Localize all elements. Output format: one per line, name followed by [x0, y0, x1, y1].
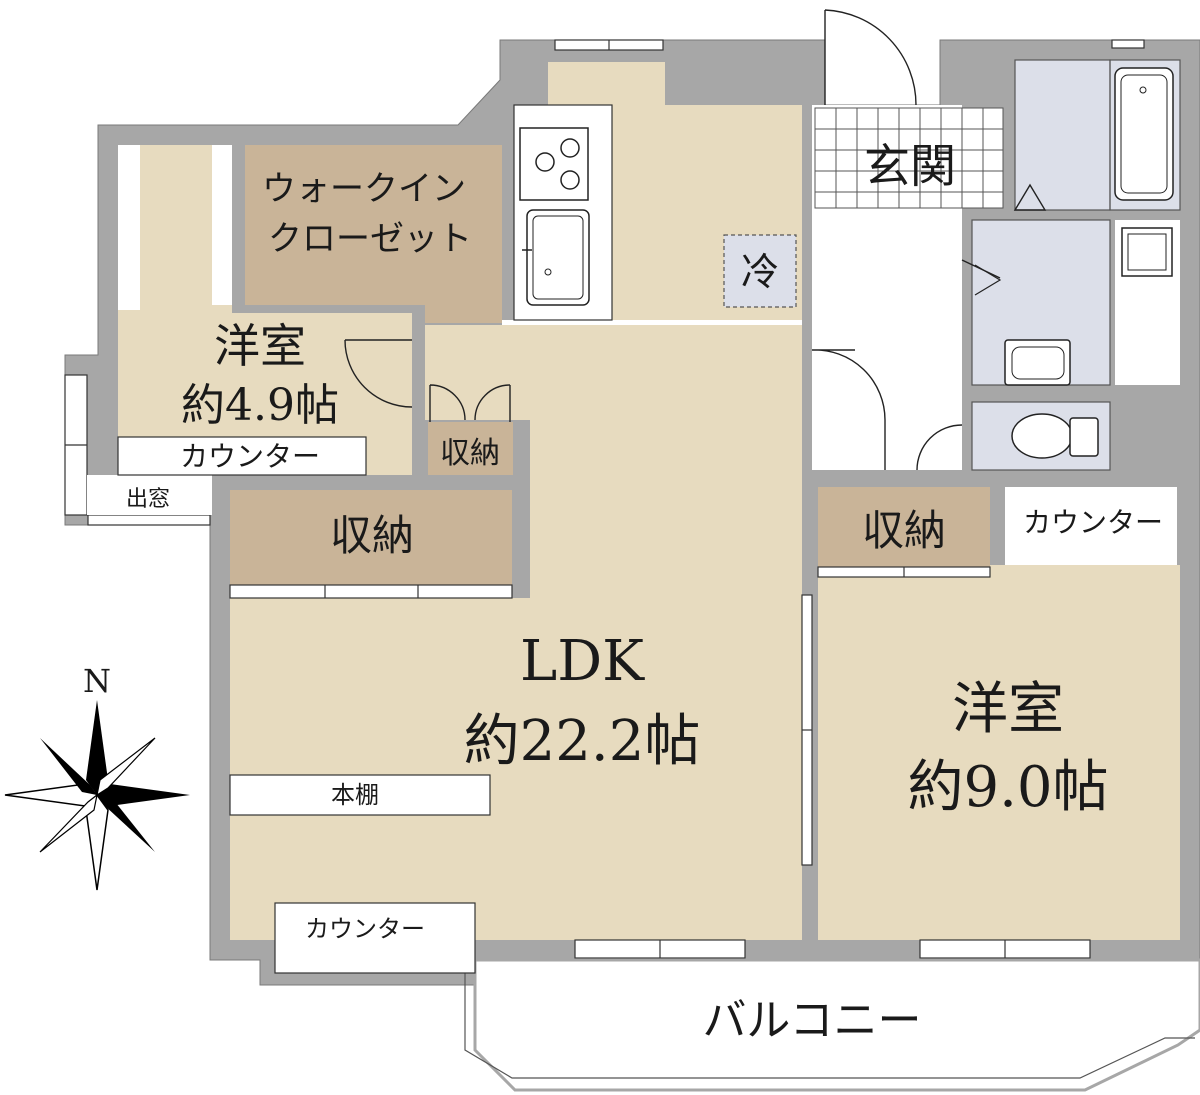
entrance-label: 玄関: [864, 139, 956, 193]
ldk-size: 約22.2帖: [464, 709, 701, 774]
western-room-small-label: 洋室: [214, 319, 306, 373]
walk-in-closet-label-line1: ウォークイン: [262, 169, 466, 209]
western-room-large-floor: [818, 565, 1180, 940]
kitchen: [513, 104, 797, 321]
counter-right-label: カウンター: [1023, 506, 1163, 539]
washbasin-icon: [1004, 339, 1071, 386]
bathtub-icon: [1114, 67, 1174, 201]
storage-right-label: 収納: [862, 506, 946, 555]
bookshelf-label: 本棚: [331, 781, 379, 809]
balcony: [464, 958, 1200, 1092]
counter-ldk-label: カウンター: [305, 915, 425, 943]
toilet-icon: [1011, 413, 1073, 459]
western-room-large-size: 約9.0帖: [907, 755, 1108, 820]
sink-icon: [526, 209, 590, 306]
counters: [117, 436, 491, 974]
western-room-large-label: 洋室: [952, 677, 1064, 742]
fridge-space: [723, 234, 797, 308]
walk-in-closet-floor: [245, 145, 502, 323]
fridge-label: 冷: [741, 250, 779, 294]
storage-ldk-floor: [230, 490, 512, 585]
storage-small-label: 収納: [440, 436, 500, 471]
north-label: N: [83, 662, 111, 700]
storage-ldk-label: 収納: [330, 511, 414, 560]
western-room-small-size: 約4.9帖: [181, 380, 339, 431]
walk-in-closet-label-line2: クローゼット: [268, 219, 472, 259]
counter-right-area: [1005, 487, 1177, 565]
interior-walls: [212, 105, 1180, 940]
storage-small-floor: [428, 422, 513, 475]
windows: [64, 39, 1145, 959]
compass-icon: [4, 700, 190, 891]
entrance-tiles: [814, 107, 1004, 209]
balcony-label: バルコニー: [702, 995, 921, 1046]
room-floors: [118, 60, 1180, 940]
counter-small-room: [117, 436, 367, 476]
washing-machine-icon: [1121, 227, 1173, 277]
storage-right-floor: [818, 487, 990, 567]
labels: ウォークイン クローゼット 洋室 約4.9帖 カウンター 出窓 収納 収納 冷 …: [83, 139, 1163, 1046]
counter-small-room-label: カウンター: [180, 440, 320, 473]
ldk-label: LDK: [520, 629, 645, 694]
bay-window-label: 出窓: [126, 487, 170, 512]
bookshelf-shape: [229, 774, 491, 816]
bath-fixtures: [974, 67, 1174, 459]
doors: [344, 9, 1047, 471]
